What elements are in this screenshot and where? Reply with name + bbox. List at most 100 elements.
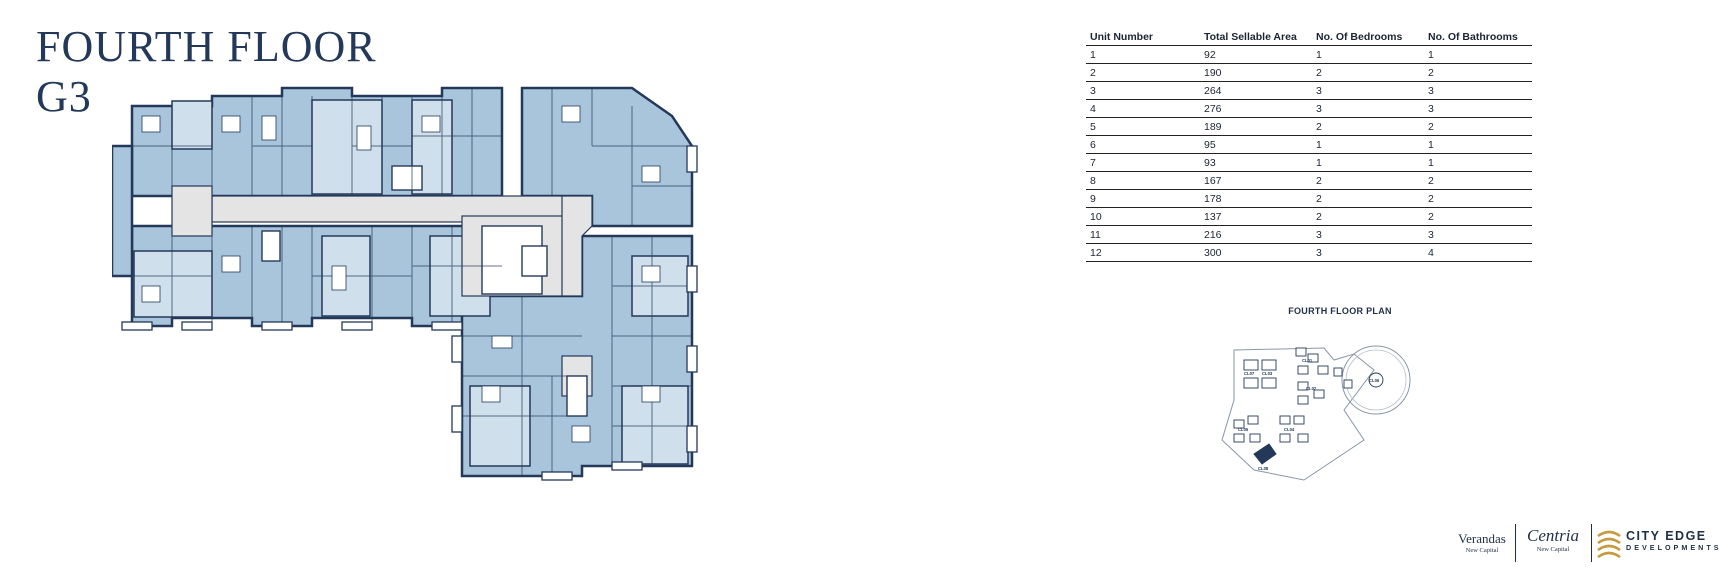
cell-area: 93 (1200, 153, 1312, 172)
balcony (611, 461, 643, 471)
cell-bedrooms: 1 (1312, 153, 1424, 172)
balcony (686, 145, 698, 173)
cell-unit: 3 (1086, 81, 1200, 100)
column-header: No. Of Bedrooms (1312, 28, 1424, 46)
cell-bedrooms: 2 (1312, 171, 1424, 190)
cell-bedrooms: 3 (1312, 81, 1424, 100)
unit-block (133, 250, 213, 318)
cell-bathrooms: 2 (1424, 207, 1532, 226)
cell-unit: 4 (1086, 99, 1200, 118)
balcony (686, 265, 698, 293)
cell-bathrooms: 2 (1424, 171, 1532, 190)
cell-unit: 9 (1086, 189, 1200, 208)
cell-bathrooms: 1 (1424, 45, 1532, 64)
cell-unit: 7 (1086, 153, 1200, 172)
cell-bathrooms: 1 (1424, 153, 1532, 172)
cell-bathrooms: 3 (1424, 99, 1532, 118)
balcony (451, 405, 463, 433)
balcony (541, 471, 573, 481)
balcony (686, 345, 698, 373)
cell-bedrooms: 3 (1312, 99, 1424, 118)
cell-bedrooms: 2 (1312, 117, 1424, 136)
cell-area: 137 (1200, 207, 1312, 226)
balcony (121, 321, 153, 331)
balcony (686, 425, 698, 453)
cell-bathrooms: 1 (1424, 135, 1532, 154)
cluster-label: CL02 (1306, 386, 1317, 391)
cell-area: 276 (1200, 99, 1312, 118)
cell-area: 95 (1200, 135, 1312, 154)
cell-unit: 12 (1086, 243, 1200, 262)
cell-bathrooms: 2 (1424, 63, 1532, 82)
balcony (341, 321, 373, 331)
cell-bedrooms: 1 (1312, 45, 1424, 64)
key-plan: CL01 CL02 CL03 CL04 CL05 CL06 CL07 CL08 (1214, 330, 1414, 490)
cell-unit: 10 (1086, 207, 1200, 226)
building-code: G3 (36, 72, 92, 121)
floor-title: FOURTH FLOOR (36, 22, 377, 71)
balcony (431, 321, 463, 331)
floor-plan (112, 86, 762, 526)
logo-divider (1591, 524, 1592, 562)
balcony (451, 335, 463, 363)
floor-plan-drawing (112, 86, 698, 481)
cell-bathrooms: 2 (1424, 189, 1532, 208)
cell-unit: 2 (1086, 63, 1200, 82)
city-edge-wordmark: CITY EDGE DEVELOPMENTS (1626, 529, 1722, 552)
table-header-row: Unit Number Total Sellable Area No. Of B… (1086, 28, 1532, 46)
cell-area: 178 (1200, 189, 1312, 208)
cluster-label: CL06 (1369, 378, 1380, 383)
cell-area: 167 (1200, 171, 1312, 190)
stair-core (566, 375, 588, 417)
cell-area: 189 (1200, 117, 1312, 136)
cell-bathrooms: 4 (1424, 243, 1532, 262)
cell-unit: 1 (1086, 45, 1200, 64)
stair-core (391, 165, 423, 191)
cell-area: 92 (1200, 45, 1312, 64)
column-header: Total Sellable Area (1200, 28, 1312, 46)
units-table: Unit Number Total Sellable Area No. Of B… (1086, 28, 1532, 262)
cluster-label: CL03 (1262, 371, 1273, 376)
stair-core (261, 230, 281, 262)
cell-bathrooms: 2 (1424, 117, 1532, 136)
keyplan-title: FOURTH FLOOR PLAN (1288, 306, 1392, 316)
cell-area: 190 (1200, 63, 1312, 82)
cluster-label: CL08 (1258, 466, 1269, 471)
balcony (261, 321, 293, 331)
unit-block (171, 100, 213, 150)
cell-bedrooms: 3 (1312, 243, 1424, 262)
logo-bar: Verandas New Capital Centria New Capital… (1452, 522, 1719, 568)
cluster-label: CL05 (1238, 427, 1249, 432)
cluster-label: CL04 (1284, 427, 1295, 432)
cell-unit: 8 (1086, 171, 1200, 190)
cell-bathrooms: 3 (1424, 225, 1532, 244)
city-edge-mark-icon (1597, 530, 1621, 558)
cell-area: 300 (1200, 243, 1312, 262)
cell-bedrooms: 1 (1312, 135, 1424, 154)
cluster-label: CL01 (1302, 358, 1313, 363)
page-title: FOURTH FLOOR G3 (36, 22, 377, 122)
cell-area: 264 (1200, 81, 1312, 100)
cell-bedrooms: 2 (1312, 207, 1424, 226)
cell-unit: 11 (1086, 225, 1200, 244)
corridor (171, 185, 213, 237)
column-header: No. Of Bathrooms (1424, 28, 1532, 46)
verandas-logo: Verandas New Capital (1458, 531, 1506, 554)
centria-logo: Centria New Capital (1527, 526, 1579, 553)
key-plan-drawing: CL01 CL02 CL03 CL04 CL05 CL06 CL07 CL08 (1221, 345, 1411, 481)
unit-block (112, 144, 134, 278)
cell-bedrooms: 2 (1312, 63, 1424, 82)
corridor (561, 195, 593, 297)
balcony (181, 321, 213, 331)
